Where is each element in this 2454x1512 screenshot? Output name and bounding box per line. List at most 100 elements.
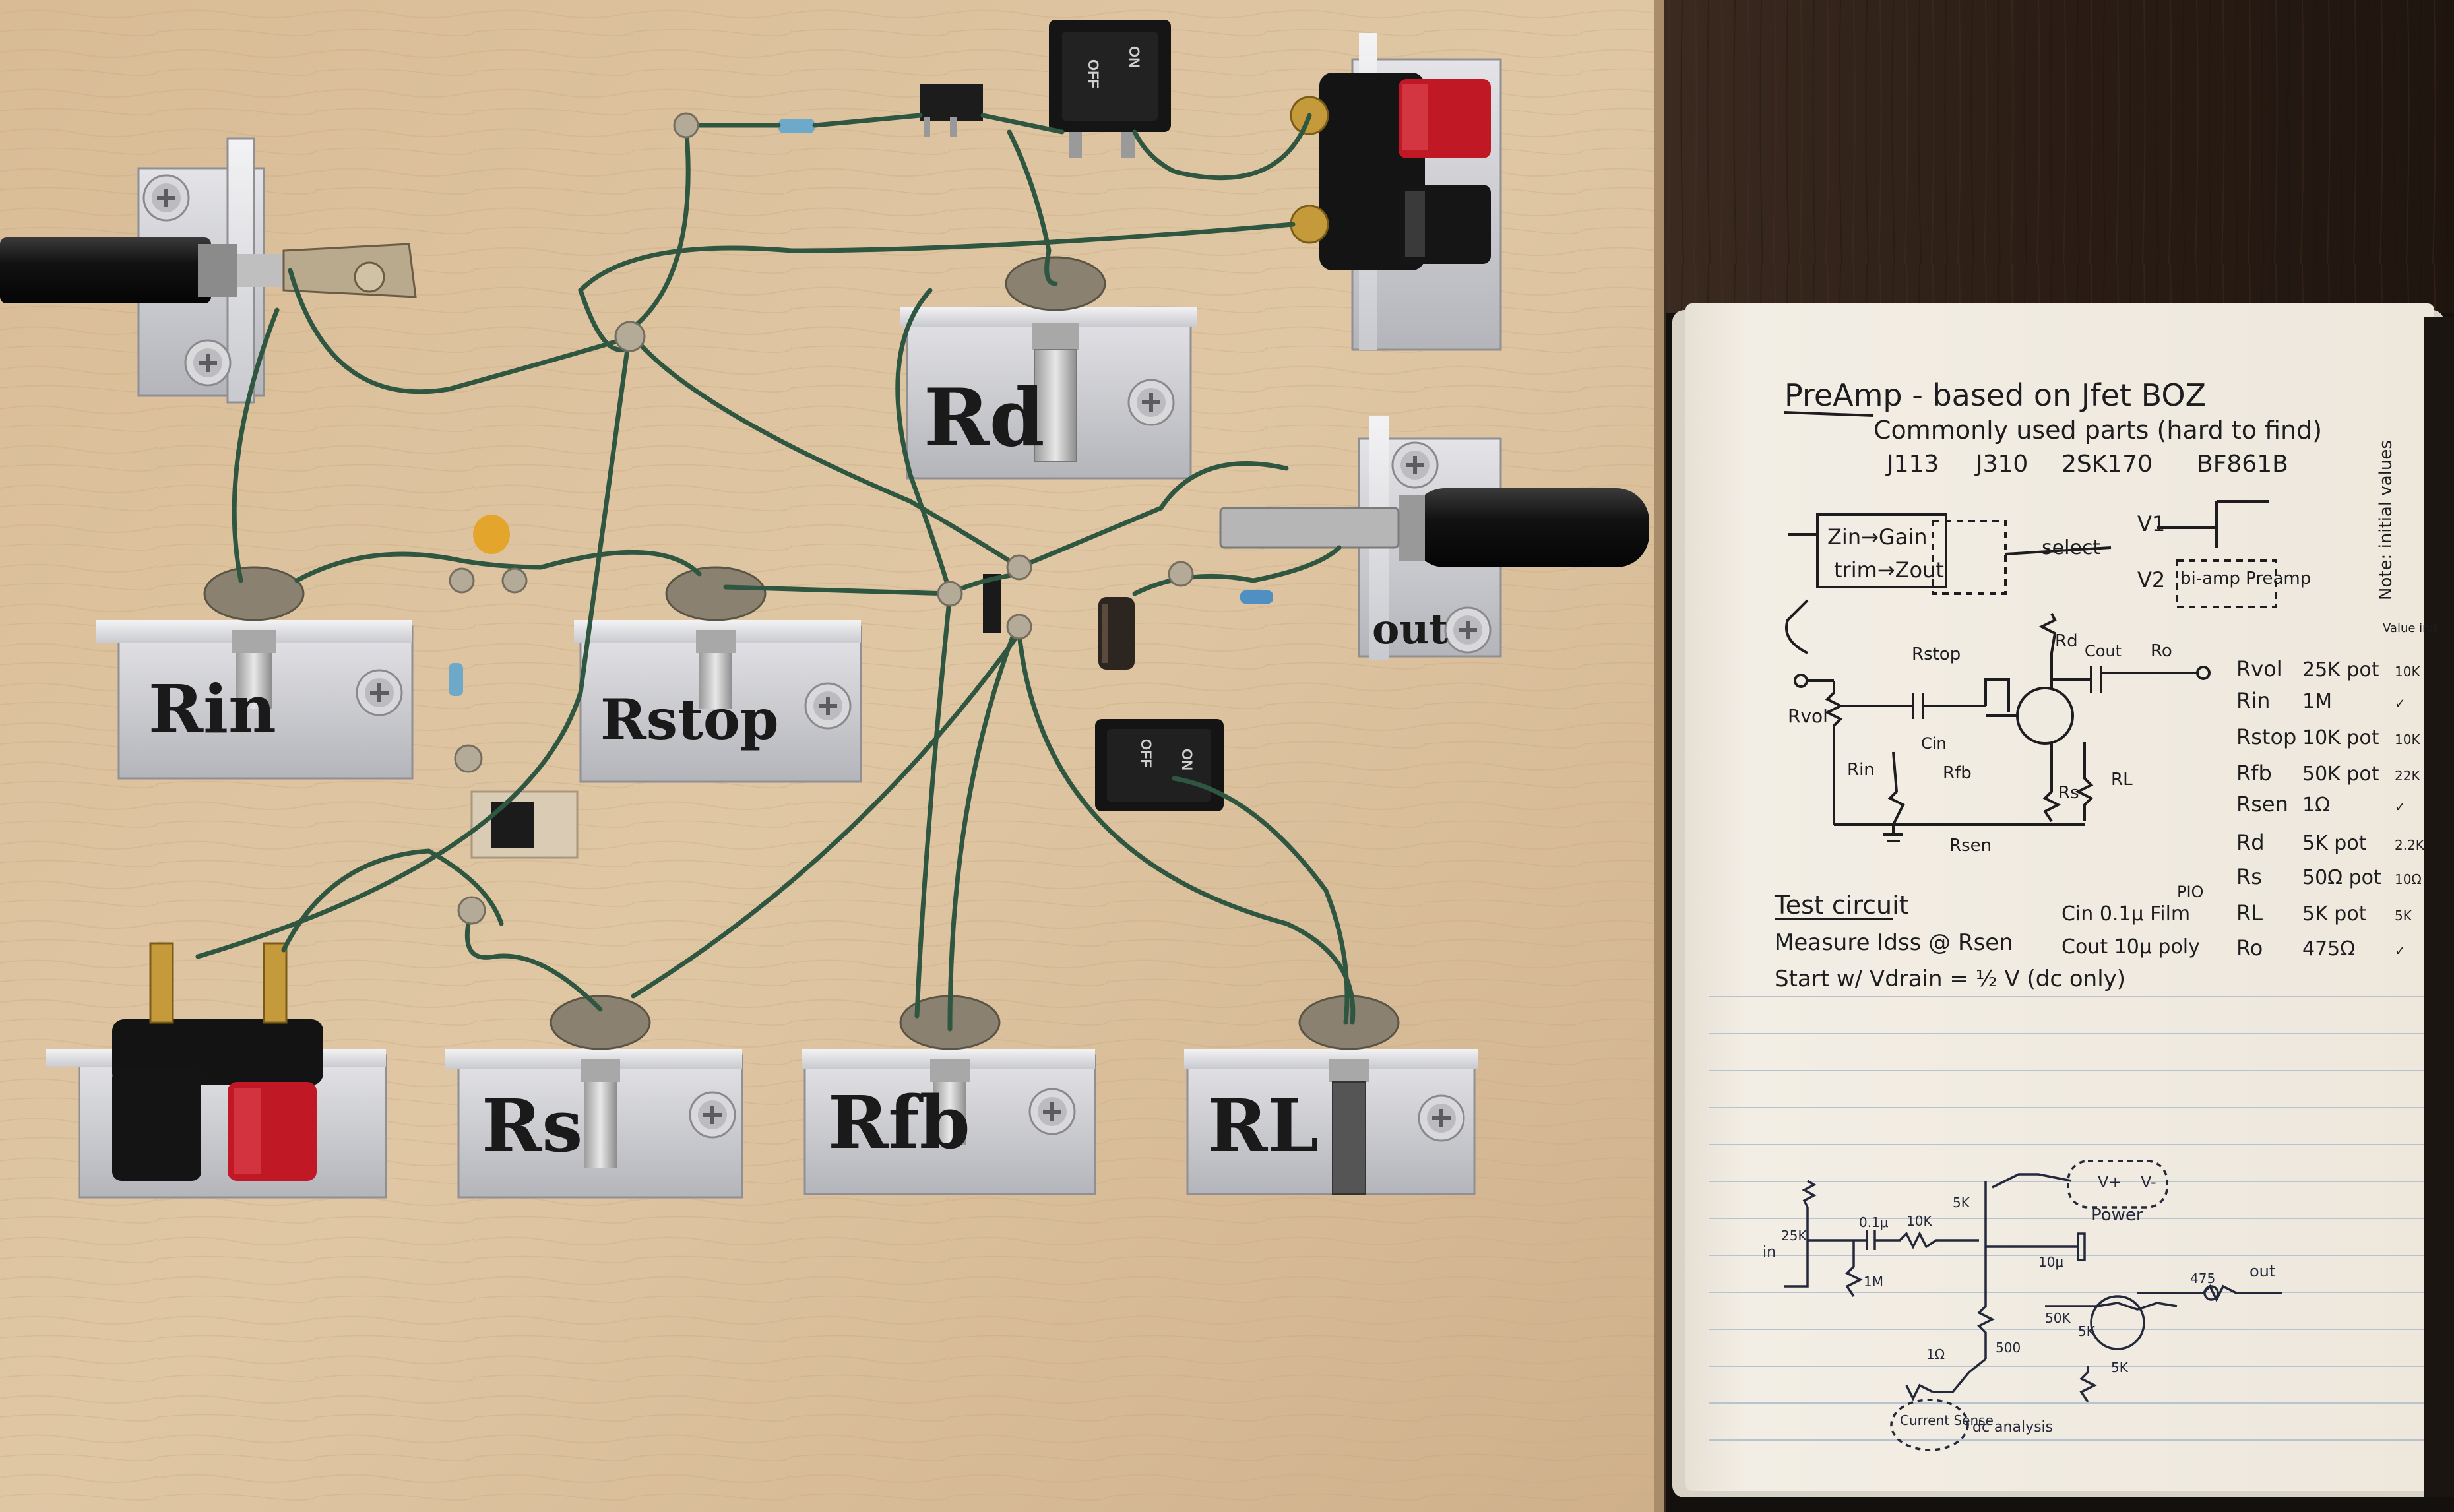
test-heading: Test circuit (1774, 891, 1909, 920)
comp-init-3: 22K (2395, 768, 2420, 784)
jfet-transistor (983, 574, 1001, 633)
lower-schematic (1784, 1160, 2282, 1451)
rfb-label: Rfb (828, 1080, 970, 1165)
sch-rsen: Rsen (1949, 836, 1992, 856)
rstop-potentiometer-bracket: Rstop (574, 566, 862, 783)
comp-name-1: Rin (2236, 688, 2270, 713)
sch-rvol: Rvol (1788, 705, 1828, 727)
lower-schematic-labels: in 25K 0.1μ 10K 1M 5K V+ V- Power 10μ 47… (1763, 1173, 2275, 1435)
ls-c01: 0.1μ (1859, 1214, 1889, 1230)
comp-value-3: 50K pot (2302, 763, 2379, 786)
comp-value-2: 10K pot (2302, 726, 2379, 749)
part-bf861b: BF861B (2197, 451, 2288, 478)
power-switch-top[interactable]: OFF ON (1049, 20, 1171, 158)
rl-label: RL (1207, 1083, 1319, 1168)
rstop-label: Rstop (600, 687, 779, 752)
comp-value-6: 50Ω pot (2302, 866, 2381, 889)
block-line-1: Zin→Gain (1827, 524, 1927, 550)
comp-value-8: 475Ω (2302, 937, 2355, 961)
block-diagram (1785, 500, 2277, 654)
test-pio: PIO (2177, 883, 2203, 901)
electrolytic-capacitor (1098, 597, 1135, 670)
rd-label: Rd (924, 371, 1045, 464)
power-binding-posts-top (1290, 33, 1502, 351)
notebook (1666, 303, 2454, 1512)
sch-rstop: Rstop (1912, 645, 1961, 664)
comp-value-5: 5K pot (2302, 832, 2367, 855)
comp-name-8: Ro (2236, 935, 2263, 961)
sch-rs: Rs (2058, 783, 2079, 803)
comp-name-3: Rfb (2236, 761, 2272, 786)
comp-init-8: ✓ (2395, 943, 2406, 959)
resistors (449, 119, 1273, 696)
comp-init-6: 10Ω (2395, 871, 2422, 887)
ls-1m: 1M (1864, 1274, 1883, 1290)
schematic-labels: Rvol Rin Cin Rstop Rfb Rd Rs RL Cout Ro … (1788, 631, 2172, 856)
solder-joints (449, 112, 1194, 925)
notebook-subtitle: Commonly used parts (hard to find) (1873, 416, 2322, 445)
jfet-schematic (1794, 613, 2211, 842)
ls-in: in (1763, 1244, 1776, 1261)
ls-vplus: V+ (2098, 1173, 2122, 1191)
input-cable (0, 237, 417, 303)
comp-init-2: 10K (2395, 732, 2420, 747)
ls-25k: 25K (1781, 1228, 1807, 1244)
comp-init-5: 2.2K (2395, 837, 2425, 853)
comp-value-7: 5K pot (2302, 902, 2367, 926)
trim-module (470, 790, 579, 859)
small-component-top (920, 84, 983, 137)
block-v1: V1 (2137, 511, 2165, 536)
ls-dc-analysis: dc analysis (1972, 1419, 2053, 1435)
ls-out: out (2250, 1262, 2275, 1280)
comp-name-6: Rs (2236, 864, 2262, 889)
comp-name-4: Rsen (2236, 792, 2288, 817)
ls-5k-top: 5K (1953, 1195, 1970, 1211)
ls-5k-bot: 5K (2111, 1360, 2129, 1375)
block-v2: V2 (2137, 567, 2165, 592)
wiring (195, 113, 1356, 1032)
ls-power: Power (2091, 1205, 2143, 1225)
power-binding-posts-bottom (46, 942, 387, 1199)
comp-value-1: 1M (2302, 690, 2332, 713)
ls-vminus: V- (2141, 1173, 2156, 1191)
notebook-title: PreAmp - based on Jfet BOZ (1784, 377, 2206, 413)
parts-list: J113 J310 2SK170 BF861B (1885, 451, 2288, 478)
ls-current-sense: Current Sense (1900, 1412, 1994, 1428)
ls-50k: 50K (2045, 1310, 2071, 1326)
sch-rl: RL (2111, 770, 2133, 790)
ls-475: 475 (2190, 1271, 2215, 1286)
rl-potentiometer-bracket: RL (1184, 995, 1478, 1195)
part-j113: J113 (1885, 451, 1939, 478)
part-2sk170: 2SK170 (2061, 451, 2153, 478)
sch-ro: Ro (2151, 641, 2172, 661)
test-start: Start w/ Vdrain = ½ V (dc only) (1775, 966, 2125, 992)
test-cout: Cout 10μ poly (2061, 935, 2200, 959)
value-header: Value init (2383, 621, 2438, 635)
test-circuit-notes: Test circuit Measure Idss @ Rsen Start w… (1774, 883, 2203, 992)
block-biamp: bi-amp Preamp (2180, 569, 2311, 588)
comp-value-0: 25K pot (2302, 658, 2379, 681)
switch-top-on-label: ON (1126, 46, 1143, 68)
ls-c10: 10μ (2038, 1254, 2063, 1270)
sch-cin: Cin (1921, 734, 1947, 753)
comp-init-0: 10K (2395, 664, 2420, 679)
sch-rd: Rd (2055, 631, 2078, 651)
sch-cout: Cout (2085, 642, 2122, 660)
side-note: Note: initial values (2376, 440, 2396, 600)
rin-label: Rin (148, 670, 276, 748)
switch-middle-off-label: OFF (1138, 739, 1154, 768)
switch-middle-on-label: ON (1179, 749, 1195, 771)
rfb-potentiometer-bracket: Rfb (802, 995, 1096, 1195)
ls-500: 500 (1996, 1340, 2021, 1356)
test-measure: Measure Idss @ Rsen (1775, 929, 2013, 956)
power-switch-middle[interactable]: OFF ON (1095, 719, 1224, 811)
rs-potentiometer-bracket: Rs (445, 995, 743, 1199)
ls-10k: 10K (1906, 1213, 1932, 1229)
comp-init-7: 5K (2395, 908, 2412, 924)
ls-1ohm: 1Ω (1926, 1346, 1945, 1362)
comp-name-2: Rstop (2236, 724, 2296, 749)
rd-potentiometer-bracket: Rd (900, 256, 1197, 480)
block-line-2: trim→Zout (1834, 557, 1944, 583)
out-label: out (1372, 605, 1448, 653)
